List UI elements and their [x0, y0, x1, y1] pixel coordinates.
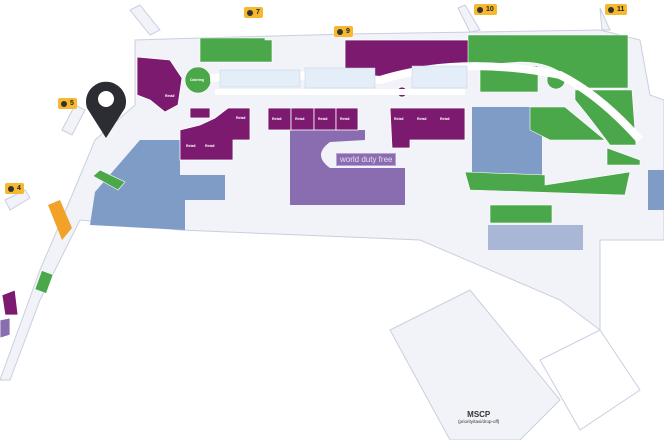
gate-badge-10: 10: [474, 4, 497, 15]
mscp-subtitle: (priority/taxi/drop-off): [458, 419, 500, 424]
retail-label: Retail: [295, 117, 305, 121]
gate-number: 5: [70, 100, 74, 107]
gate-icon: [477, 6, 483, 13]
gate-number: 10: [486, 6, 494, 13]
gate-number: 7: [256, 9, 260, 16]
retail-label: Retail: [417, 117, 427, 121]
catering-label: Catering: [190, 78, 205, 82]
gate-icon: [608, 6, 614, 13]
retail-label: Retail: [340, 117, 350, 121]
gate-number: 9: [346, 28, 350, 35]
gate-number: 4: [17, 185, 21, 192]
retail-label: Retail: [165, 94, 175, 98]
gate-badge-7: 7: [244, 7, 263, 18]
gate-badge-4: 4: [5, 183, 24, 194]
mscp-building: [389, 289, 561, 440]
gate-icon: [61, 100, 67, 107]
duty-free-shop[interactable]: [290, 130, 405, 205]
gate-badge-5: 5: [58, 98, 77, 109]
retail-label: Retail: [394, 117, 404, 121]
retail-units: [0, 39, 471, 339]
gate-badge-9: 9: [334, 26, 353, 37]
gate-number: 11: [617, 6, 625, 13]
gate-icon: [247, 9, 253, 16]
gate-icon: [8, 185, 14, 192]
lounge-south: [488, 225, 583, 250]
retail-label: Retail: [205, 144, 215, 148]
gate-icon: [337, 28, 343, 35]
retail-label: Retail: [272, 117, 282, 121]
mscp-title: MSCP: [467, 410, 491, 419]
gate-badge-11: 11: [605, 4, 628, 15]
retail-label: Retail: [440, 117, 450, 121]
lounge-west[interactable]: [90, 140, 225, 230]
duty-free-label: world duty free: [336, 153, 397, 166]
service-unit: [48, 200, 72, 240]
retail-label: Retail: [318, 117, 328, 121]
mscp-label: MSCP (priority/taxi/drop-off): [458, 410, 499, 424]
retail-label: Retail: [186, 144, 196, 148]
retail-label: Retail: [236, 116, 246, 120]
location-pin-icon[interactable]: [86, 81, 126, 138]
